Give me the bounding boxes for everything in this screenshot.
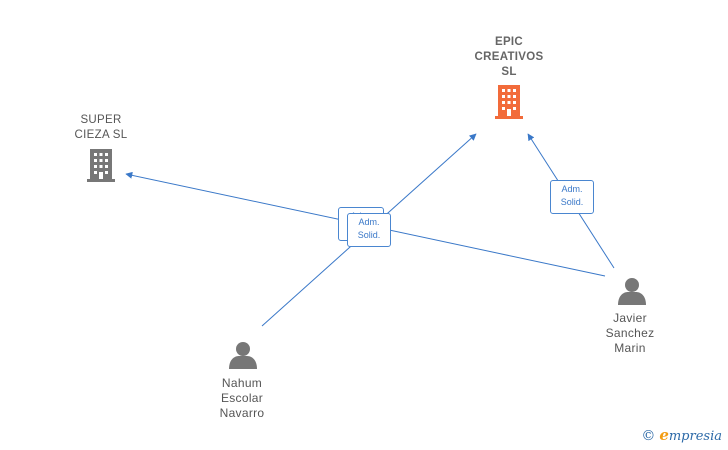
copyright-icon: © — [641, 428, 656, 444]
brand-logo-initial: e — [659, 426, 669, 444]
person-icon — [229, 342, 257, 369]
edge-role-badge: Adm. Solid. — [347, 213, 391, 247]
node-label-super-cieza[interactable]: SUPER CIEZA SL — [74, 114, 128, 141]
edge-role-badge: Adm. Solid. — [550, 180, 594, 214]
building-icon — [495, 85, 523, 119]
brand-watermark: ©empresia — [641, 426, 722, 444]
node-label-epic-creativos[interactable]: EPIC CREATIVOS SL — [474, 36, 544, 78]
building-icon — [87, 149, 115, 182]
node-label-nahum-escolar-navarro[interactable]: Nahum Escolar Navarro — [219, 376, 265, 420]
node-label-javier-sanchez-marin[interactable]: Javier Sanchez Marin — [605, 311, 655, 355]
person-icon — [618, 278, 646, 305]
brand-logo-text: mpresia — [668, 429, 722, 444]
